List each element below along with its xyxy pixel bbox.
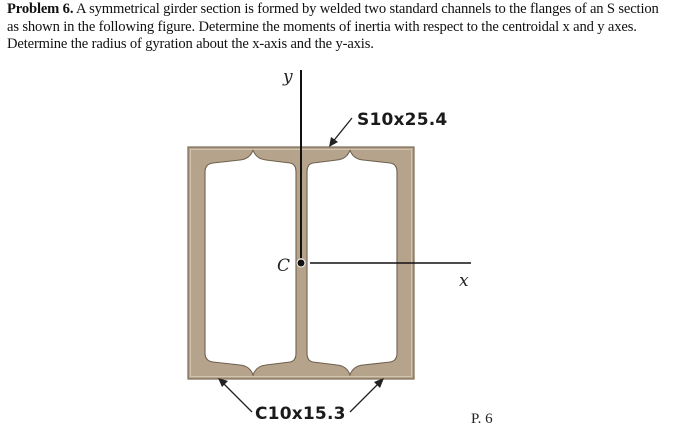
channel-leader-arrow-right bbox=[349, 378, 384, 413]
problem-body: A symmetrical girder section is formed b… bbox=[7, 1, 659, 52]
centroid-dot bbox=[296, 258, 306, 268]
y-axis-label: y bbox=[283, 67, 293, 87]
s-section-leader-arrow bbox=[329, 117, 353, 147]
problem-statement: Problem 6. A symmetrical girder section … bbox=[7, 1, 669, 54]
channel-label: C10x15.3 bbox=[255, 404, 346, 424]
figure-number: P. 6 bbox=[471, 411, 493, 427]
centroid-label: C bbox=[277, 256, 291, 276]
x-axis-label: x bbox=[459, 271, 469, 291]
problem-number: Problem 6. bbox=[7, 1, 74, 17]
left-cavity bbox=[204, 148, 297, 377]
s-section-label: S10x25.4 bbox=[357, 110, 448, 130]
channel-leader-arrow-left bbox=[218, 378, 253, 413]
